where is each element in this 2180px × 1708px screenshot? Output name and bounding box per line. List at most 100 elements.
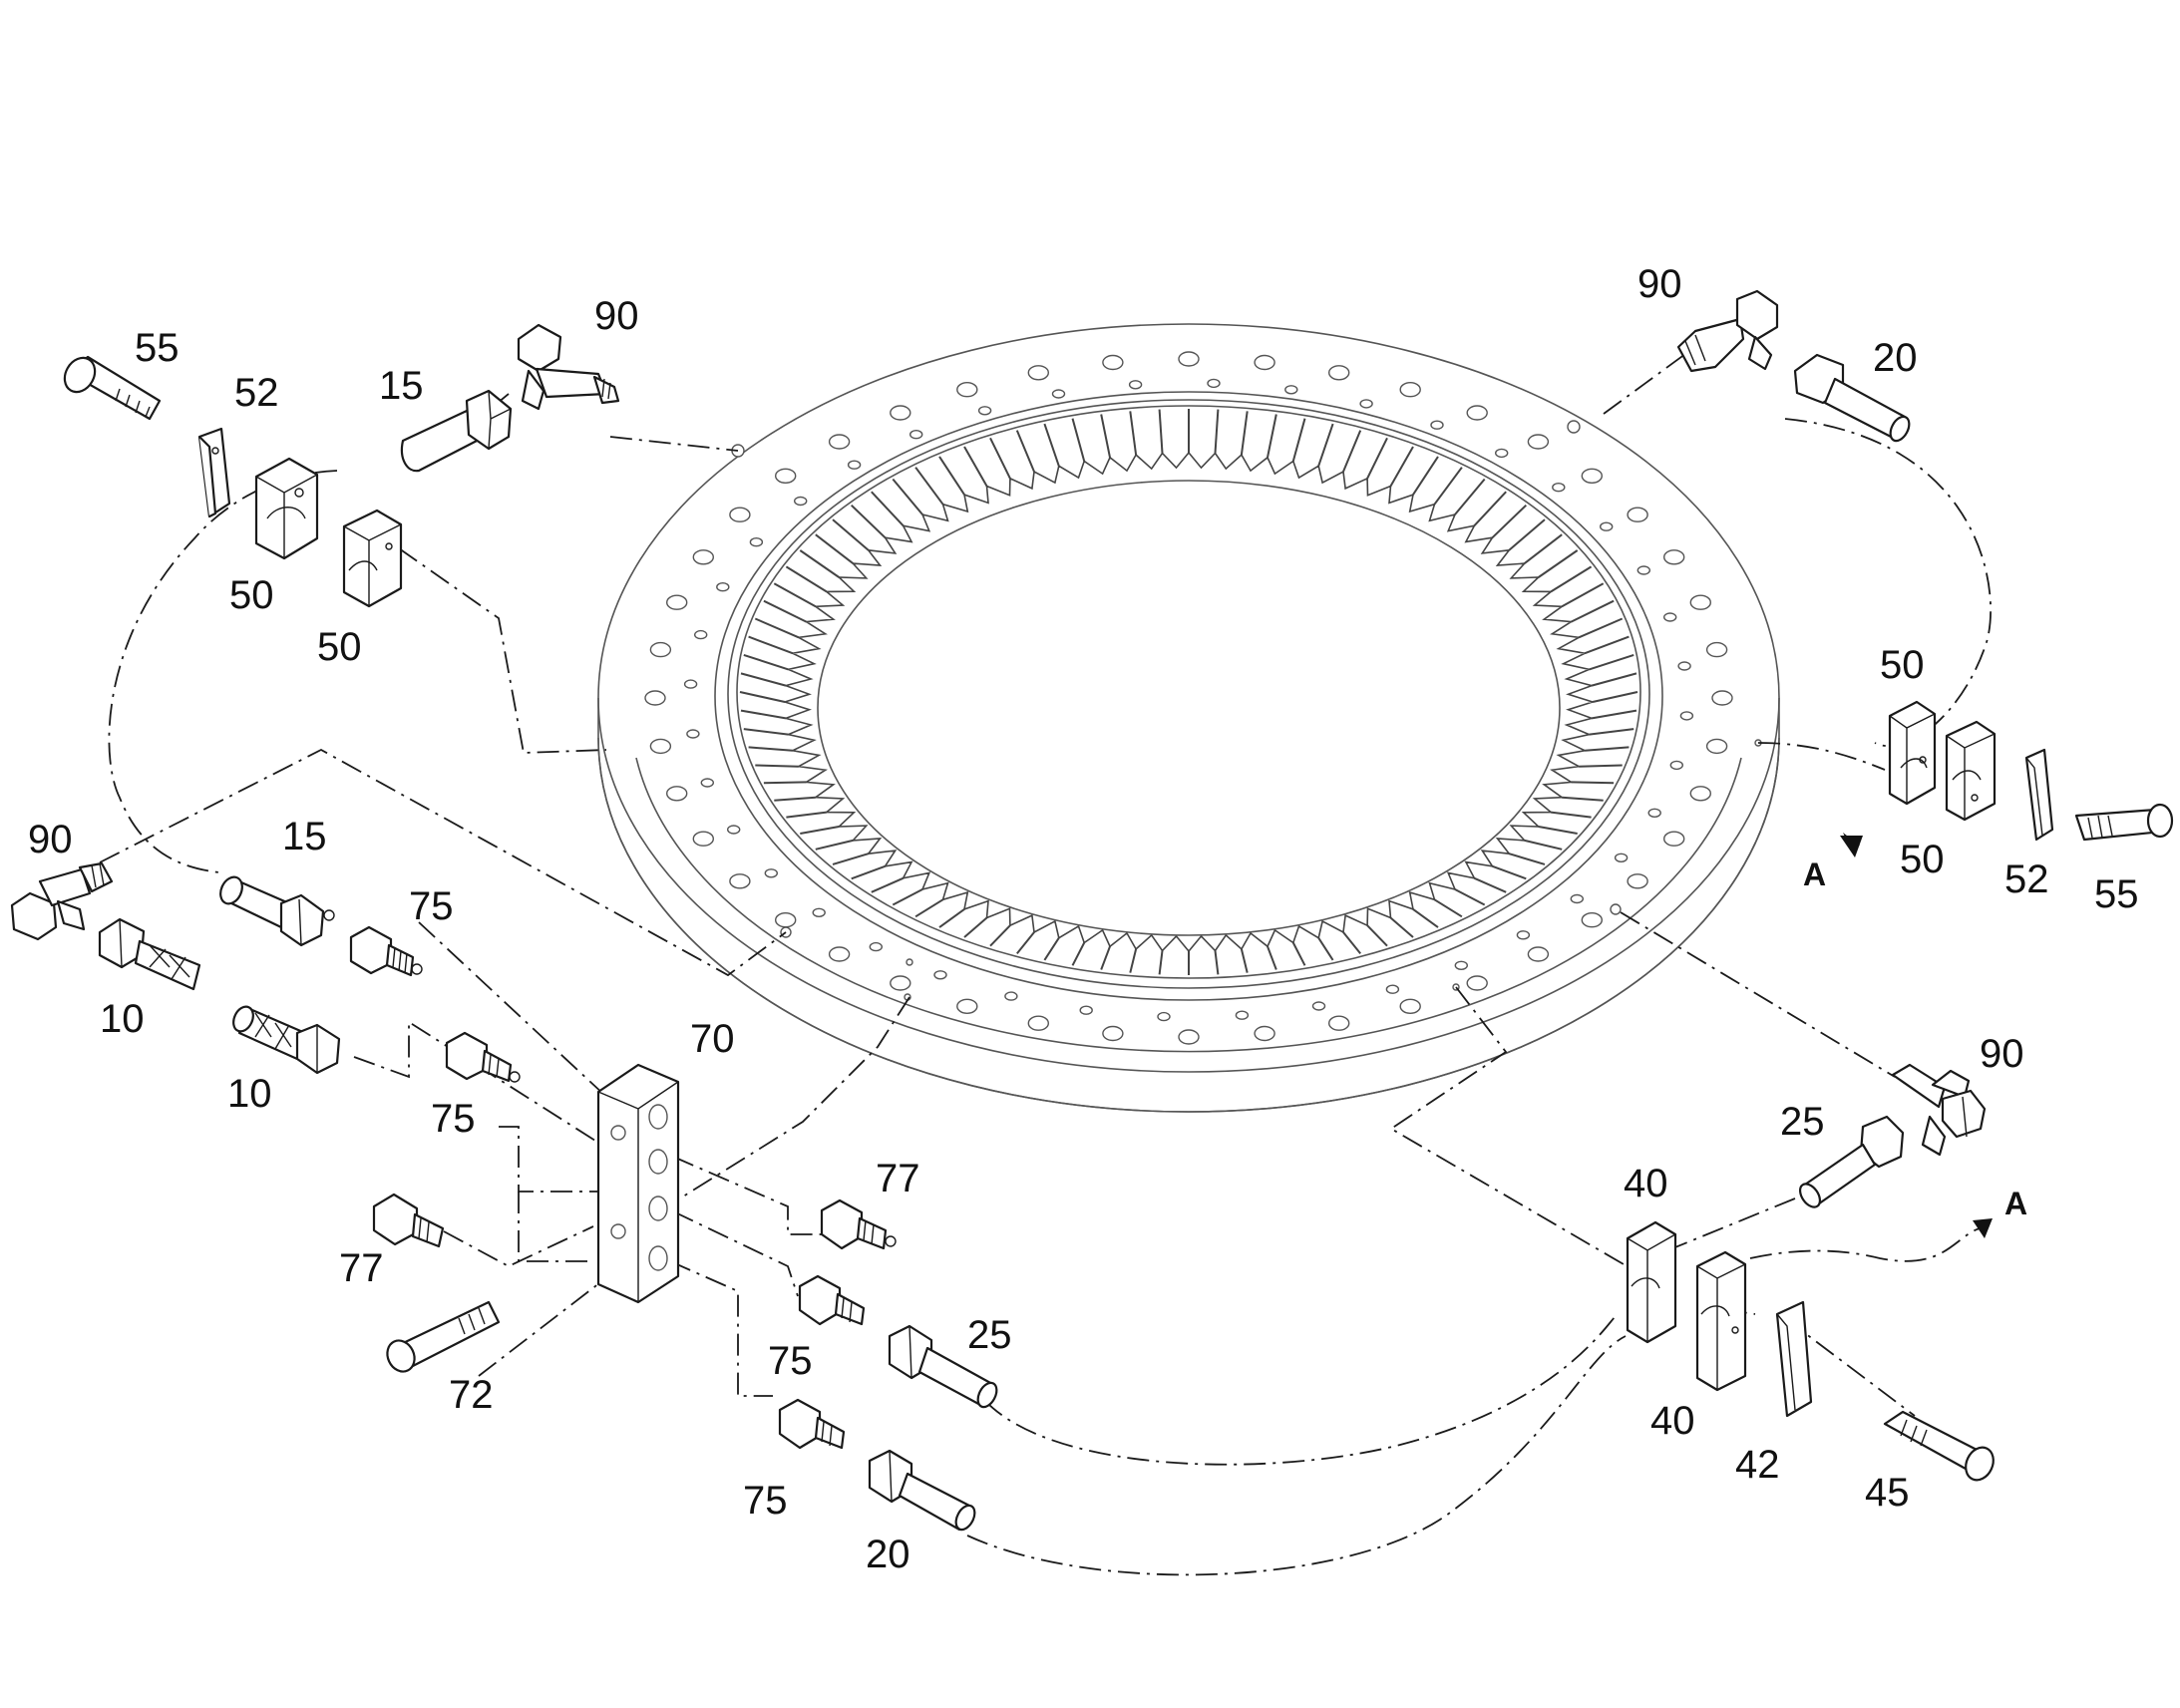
gear-tooth [851,504,887,538]
inner-bolt-hole [1454,960,1469,970]
gear-tooth [1561,582,1605,608]
bolt-hole [956,382,978,398]
gear-tooth [1584,635,1630,655]
gear-tooth [1591,709,1637,720]
arrow-a-right [1840,833,1863,857]
gear-tooth [963,916,988,938]
bolt-hole [1102,1025,1124,1042]
gear-tooth [1100,414,1111,458]
gear-tooth [1538,826,1578,835]
pipe-clamp-50-left [254,457,319,560]
label-a-bottom-right: A [2004,1186,2027,1221]
gear-tooth [1043,423,1060,467]
socket-head-screw-55 [63,355,162,421]
gear-tooth [1267,414,1277,458]
gear-tooth [892,478,923,515]
gear-tooth [1578,617,1624,639]
gear-tooth [1240,948,1249,973]
label-45-screw: 45 [1865,1471,1910,1515]
inner-bolt-hole [686,729,700,739]
label-52-right: 52 [2004,857,2049,901]
pipe-fitting-15 [400,389,513,473]
clamp-40-front [1626,1220,1677,1344]
gear-tooth [748,746,793,752]
inner-bolt-hole [1552,483,1566,493]
parts-group-top-right [1676,289,1911,443]
tee-fitting-90-top-right [1676,289,1779,373]
gear-tooth [1538,549,1579,578]
gear-tooth [740,672,787,687]
bolt-hole [1662,549,1685,565]
gear-tooth [1592,691,1638,703]
gear-tooth [815,533,854,564]
gear-tooth [1366,437,1388,480]
inner-bolt-hole [794,496,808,507]
gear-tooth [1317,937,1334,961]
gear-tooth [1342,430,1362,473]
gear-tooth [1589,728,1635,736]
label-20-top-right: 20 [1873,336,1918,380]
pipe-25-left [888,1324,998,1409]
bolt-hole [775,912,797,928]
inner-bolt-hole [1647,808,1661,818]
bolt-hole [1705,641,1728,658]
inner-bolt-hole [1157,1011,1171,1022]
parts-group-bottom-left [372,1193,998,1532]
label-15-left: 15 [282,815,327,858]
distributor-block-70 [596,1063,680,1304]
parts-group-bottom-right [1626,1063,1995,1482]
bolt-hole [1662,831,1685,847]
label-90-bottom-right: 90 [1980,1032,2024,1076]
socket-head-screw-55-right [2074,803,2174,842]
inner-bolt-hole [1677,661,1691,671]
label-90-top-right: 90 [1637,262,1682,306]
gear-tooth [1129,948,1138,973]
bolt-hole [1689,594,1712,610]
inner-bolt-hole [694,629,708,640]
bolt-hole [666,786,688,802]
gear-tooth [989,924,1011,947]
nipple-10-lower [232,1005,341,1075]
gear-tooth [1454,888,1486,906]
inner-bolt-hole [727,825,741,835]
inner-bolt-hole [1570,893,1585,904]
gear-tooth [1562,796,1604,802]
gear-tooth [914,467,944,506]
gear-tooth [1492,864,1527,880]
label-15-top: 15 [379,364,424,408]
bolt-hole [1254,1025,1275,1042]
connector-75-middle [445,1031,521,1083]
inner-bolt-hole [1207,378,1221,389]
gear-tooth [786,811,827,819]
label-50-right-b: 50 [1900,838,1945,881]
inner-bolt-hole [764,868,778,878]
bolt-hole [649,641,672,658]
gear-tooth [1524,839,1563,851]
label-75-bottom: 75 [743,1479,788,1523]
gear-tooth [1214,409,1220,454]
gear-tooth [1509,853,1546,865]
bolt-hole [1581,912,1604,928]
gear-tooth [740,709,787,720]
gear-tooth [1100,945,1111,970]
inner-bolt-hole [847,460,862,470]
bolt-hole [890,405,911,421]
gear-tooth [1366,924,1388,947]
label-50-right-a: 50 [1880,643,1925,687]
gear-tooth [892,888,923,906]
gear-tooth [748,635,794,655]
bolt-hole [1466,975,1488,991]
gear-tooth [914,898,944,918]
label-75-middle: 75 [431,1097,476,1141]
gear-tooth [1454,478,1486,515]
gear-tooth [1342,931,1361,955]
gear-tooth [1015,430,1035,473]
inner-bolt-hole [683,679,698,689]
gear-tooth [763,781,807,785]
cover-plate-52-right [2024,748,2054,842]
gear-tooth [1158,409,1164,454]
pipe-20-bottom [868,1449,976,1532]
connector-75-lower [798,1274,866,1326]
gear-tooth [799,549,840,578]
